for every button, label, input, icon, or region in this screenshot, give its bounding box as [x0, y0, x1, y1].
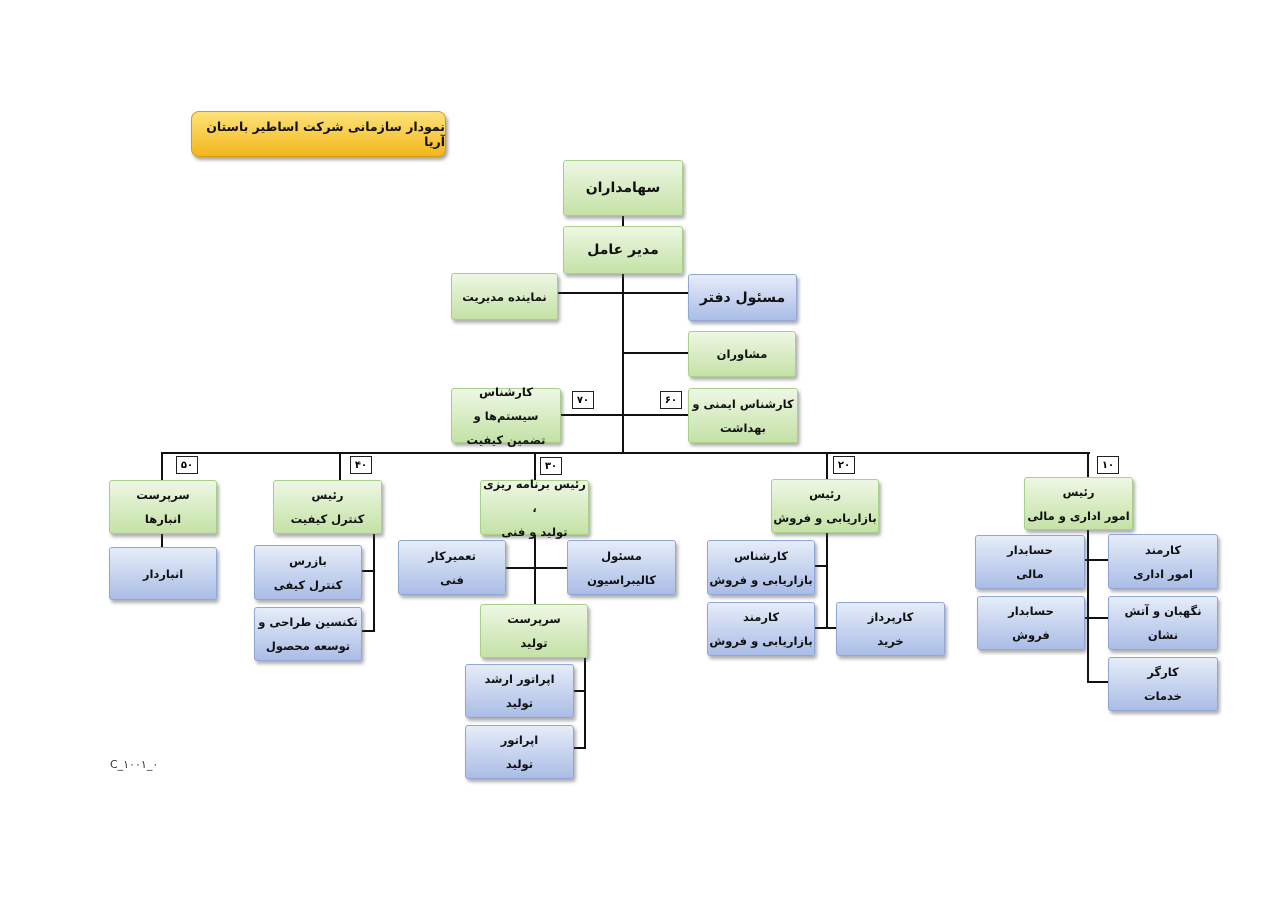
code-badge-60: ۶۰	[660, 391, 682, 409]
production-head-box[interactable]: رئیس برنامه ریزی ، تولید و فنی	[480, 477, 589, 539]
marketing-clerk-box[interactable]: کارمند بازاریابی و فروش	[707, 602, 815, 656]
connector	[814, 627, 838, 629]
sales-accountant-box[interactable]: حسابدار فروش	[977, 596, 1085, 650]
operator-box[interactable]: اپراتور تولید	[465, 725, 574, 779]
connector	[561, 414, 689, 416]
management-representative-box[interactable]: نماینده مدیریت	[451, 273, 558, 320]
technical-repairman-box[interactable]: تعمیرکار فنی	[398, 540, 506, 595]
systems-quality-expert-box[interactable]: کارشناس سیستم‌ها و تضمین کیفیت	[451, 385, 561, 447]
admin-finance-head-box[interactable]: رئیس امور اداری و مالی	[1024, 477, 1133, 530]
connector	[1087, 452, 1089, 683]
advisors-box[interactable]: مشاوران	[688, 331, 796, 377]
code-badge-40: ۴۰	[350, 456, 372, 474]
connector	[826, 452, 828, 629]
connector	[361, 570, 375, 572]
ceo-box[interactable]: مدیر عامل	[563, 226, 683, 274]
code-badge-50: ۵۰	[176, 456, 198, 474]
marketing-expert-box[interactable]: کارشناس بازاریابی و فروش	[707, 540, 815, 595]
connector	[584, 657, 586, 749]
warehouse-supervisor-box[interactable]: سرپرست انبارها	[109, 480, 217, 534]
code-badge-30: ۳۰	[540, 457, 562, 475]
quality-control-head-box[interactable]: رئیس کنترل کیفیت	[273, 480, 382, 534]
connector	[814, 565, 828, 567]
office-manager-box[interactable]: مسئول دفتر	[688, 274, 797, 321]
warehouse-keeper-box[interactable]: انباردار	[109, 547, 217, 600]
connector	[622, 216, 624, 454]
connector	[573, 747, 586, 749]
connector	[558, 292, 689, 294]
connector	[573, 690, 586, 692]
quality-inspector-box[interactable]: بازرس کنترل کیفی	[254, 545, 362, 600]
marketing-head-box[interactable]: رئیس بازاریابی و فروش	[771, 479, 879, 533]
design-technician-box[interactable]: تکنسین طراحی و توسعه محصول	[254, 607, 362, 661]
connector	[1084, 617, 1109, 619]
code-badge-20: ۲۰	[833, 456, 855, 474]
safety-health-expert-box[interactable]: کارشناس ایمنی و بهداشت	[688, 388, 798, 443]
connector	[373, 533, 375, 632]
connector	[339, 452, 341, 481]
chart-title: نمودار سازمانی شرکت اساطیر باستان آریا	[191, 111, 446, 157]
connector	[1087, 681, 1109, 683]
document-code: C_۱۰۰۱_۰	[110, 758, 159, 771]
admin-clerk-box[interactable]: کارمند امور اداری	[1108, 534, 1218, 589]
calibration-officer-box[interactable]: مسئول کالیبراسیون	[567, 540, 676, 595]
code-badge-10: ۱۰	[1097, 456, 1119, 474]
production-supervisor-box[interactable]: سرپرست تولید	[480, 604, 588, 658]
connector	[505, 567, 569, 569]
purchaser-box[interactable]: کارپرداز خرید	[836, 602, 945, 656]
senior-operator-box[interactable]: اپراتور ارشد تولید	[465, 664, 574, 718]
guard-firefighter-box[interactable]: نگهبان و آتش نشان	[1108, 596, 1218, 650]
connector	[161, 452, 1090, 454]
connector	[1084, 559, 1109, 561]
connector	[622, 352, 689, 354]
connector	[361, 630, 375, 632]
shareholders-box[interactable]: سهامداران	[563, 160, 683, 216]
financial-accountant-box[interactable]: حسابدار مالی	[975, 535, 1085, 589]
code-badge-70: ۷۰	[572, 391, 594, 409]
service-worker-box[interactable]: کارگر خدمات	[1108, 657, 1218, 711]
